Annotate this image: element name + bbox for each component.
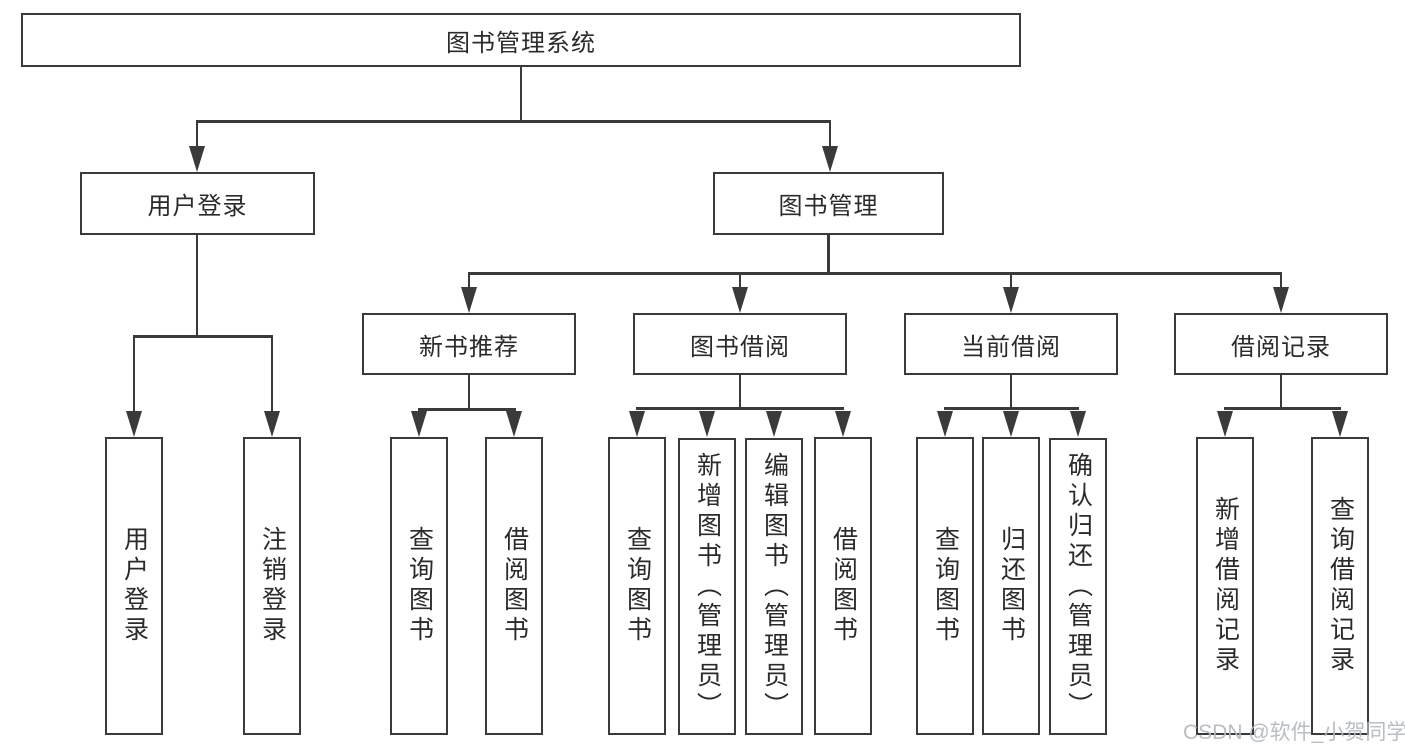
connector-new-book-bar <box>418 408 516 411</box>
node-user-login-label: 用户登录 <box>147 193 248 220</box>
arrow-down-current-borrow <box>1003 287 1019 313</box>
leaf-bb-add-book: 新增图书（管理员） <box>678 438 736 735</box>
node-root: 图书管理系统 <box>21 13 1021 67</box>
node-new-book-recommend: 新书推荐 <box>362 313 576 375</box>
arrow-down-bb-edit <box>766 411 782 437</box>
leaf-nb-borrow-book: 借阅图书 <box>485 437 543 735</box>
node-borrow-record-label: 借阅记录 <box>1231 333 1331 361</box>
arrow-down-borrow-record <box>1273 287 1289 313</box>
node-new-book-recommend-label: 新书推荐 <box>419 333 519 361</box>
arrow-down-leaf-login <box>126 411 142 437</box>
leaf-cb-return-book-label: 归还图书 <box>997 526 1026 646</box>
leaf-logout-login: 注销登录 <box>243 437 301 735</box>
arrow-down-nb-borrow <box>506 411 522 437</box>
connector-book-mgmt-down <box>827 235 830 273</box>
arrow-down-bb-query <box>629 411 645 437</box>
connector-book-borrow-stem <box>738 272 742 288</box>
connector-new-book-down <box>467 375 471 410</box>
node-current-borrow-label: 当前借阅 <box>961 333 1061 361</box>
connector-current-borrow-stem <box>1009 272 1013 288</box>
connector-user-login-bar <box>133 335 273 338</box>
connector-book-borrow-bar <box>636 407 844 410</box>
leaf-br-add-record-label: 新增借阅记录 <box>1211 496 1240 676</box>
connector-leaf-logout-stem <box>270 335 274 411</box>
leaf-cb-return-book: 归还图书 <box>982 437 1040 735</box>
connector-level1-bar <box>196 120 831 123</box>
connector-borrow-record-stem <box>1279 272 1283 288</box>
leaf-bb-borrow-book-label: 借阅图书 <box>829 526 858 646</box>
leaf-br-add-record: 新增借阅记录 <box>1196 437 1254 735</box>
arrow-down-cb-return <box>1003 411 1019 437</box>
leaf-cb-query-book: 查询图书 <box>916 437 974 735</box>
connector-book-borrow-down <box>738 375 742 409</box>
leaf-cb-confirm-return: 确认归还（管理员） <box>1049 438 1107 735</box>
node-borrow-record: 借阅记录 <box>1174 313 1388 375</box>
leaf-br-query-record: 查询借阅记录 <box>1311 437 1369 735</box>
node-book-mgmt-label: 图书管理 <box>778 193 879 220</box>
node-book-borrow: 图书借阅 <box>633 313 847 375</box>
connector-borrow-record-down <box>1279 375 1283 409</box>
arrow-down-nb-query <box>411 411 427 437</box>
leaf-nb-borrow-book-label: 借阅图书 <box>500 526 529 646</box>
leaf-cb-confirm-return-label: 确认归还（管理员） <box>1064 451 1093 722</box>
connector-leaf-login-stem <box>132 335 136 411</box>
leaf-bb-borrow-book: 借阅图书 <box>814 437 872 735</box>
leaf-user-login: 用户登录 <box>105 437 163 735</box>
arrow-down-bb-borrow <box>835 411 851 437</box>
arrow-down-br-query <box>1332 411 1348 437</box>
arrow-down-leaf-logout <box>264 411 280 437</box>
arrow-down-cb-query <box>937 411 953 437</box>
leaf-bb-query-book-label: 查询图书 <box>623 526 652 646</box>
leaf-br-query-record-label: 查询借阅记录 <box>1326 496 1355 676</box>
node-book-mgmt: 图书管理 <box>713 172 944 235</box>
node-current-borrow: 当前借阅 <box>904 313 1118 375</box>
arrow-down-book-mgmt <box>822 146 838 172</box>
leaf-bb-query-book: 查询图书 <box>608 437 666 735</box>
leaf-bb-edit-book-label: 编辑图书（管理员） <box>760 451 789 722</box>
connector-root-stub <box>519 67 523 122</box>
arrow-down-bb-add <box>699 411 715 437</box>
leaf-nb-query-book: 查询图书 <box>390 437 448 735</box>
leaf-bb-add-book-label: 新增图书（管理员） <box>693 451 722 722</box>
arrow-down-book-borrow <box>732 287 748 313</box>
node-book-borrow-label: 图书借阅 <box>690 333 790 361</box>
connector-current-borrow-bar <box>944 407 1079 410</box>
connector-user-login-stem <box>195 120 199 146</box>
connector-book-mgmt-stem <box>828 120 832 146</box>
connector-new-book-stem <box>467 272 471 288</box>
leaf-bb-edit-book: 编辑图书（管理员） <box>745 438 803 735</box>
arrow-down-user-login <box>189 146 205 172</box>
leaf-nb-query-book-label: 查询图书 <box>405 526 434 646</box>
connector-current-borrow-down <box>1009 375 1013 409</box>
leaf-logout-login-label: 注销登录 <box>258 526 287 646</box>
connector-borrow-record-bar <box>1224 407 1341 410</box>
connector-user-login-down <box>195 235 199 336</box>
arrow-down-cb-confirm <box>1070 411 1086 437</box>
arrow-down-br-add <box>1217 411 1233 437</box>
leaf-user-login-label: 用户登录 <box>120 526 149 646</box>
leaf-cb-query-book-label: 查询图书 <box>931 526 960 646</box>
csdn-watermark: CSDN @软件_小贺同学 <box>1183 721 1405 744</box>
node-root-label: 图书管理系统 <box>446 29 596 57</box>
arrow-down-new-book <box>461 287 477 313</box>
connector-level2-bar <box>468 272 1282 275</box>
node-user-login: 用户登录 <box>80 172 315 235</box>
